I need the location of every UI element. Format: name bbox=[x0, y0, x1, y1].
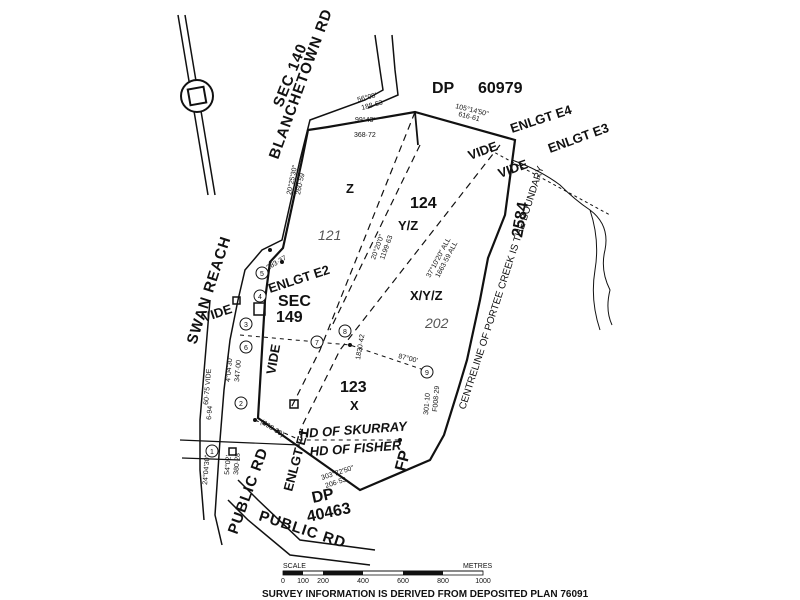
svg-text:9: 9 bbox=[425, 370, 429, 377]
bearing-b22: 6-94 bbox=[206, 406, 214, 421]
bearing-b8: 260·59 bbox=[295, 173, 306, 196]
station-7: 7 bbox=[310, 335, 324, 349]
survey-source-footer: SURVEY INFORMATION IS DERIVED FROM DEPOS… bbox=[262, 589, 589, 600]
scale-tick-0: 0 bbox=[281, 578, 285, 585]
section-149-label-b: 149 bbox=[276, 309, 303, 326]
station-1: 1 bbox=[205, 444, 219, 458]
bearing-b23: 54°02' bbox=[223, 455, 233, 475]
scale-tick-200: 200 bbox=[317, 578, 329, 585]
bearing-b21: 24°04'30" bbox=[201, 454, 212, 485]
scale-units-label: METRES bbox=[463, 563, 493, 570]
scale-tick-800: 800 bbox=[437, 578, 449, 585]
scale-tick-600: 600 bbox=[397, 578, 409, 585]
creek-boundary-note: CENTRELINE OF PORTEE CREEK IS THE BOUNDA… bbox=[457, 165, 546, 411]
svg-text:8: 8 bbox=[343, 329, 347, 336]
vide-label-4: VIDE bbox=[263, 343, 283, 376]
station-5: 5 bbox=[255, 266, 269, 280]
easement-e3-label: ENLGT E3 bbox=[546, 120, 611, 156]
allotment-123: 123 bbox=[340, 379, 367, 396]
svg-text:2: 2 bbox=[239, 401, 243, 408]
svg-text:3: 3 bbox=[244, 322, 248, 329]
bearing-b26: 1820·42 bbox=[355, 334, 366, 361]
bearing-b27: F008·29 bbox=[432, 385, 441, 412]
easement-e4-label: ENLGT E4 bbox=[508, 102, 574, 136]
vide-label-1: VIDE bbox=[466, 138, 500, 163]
bearing-b13: 87°00' bbox=[398, 352, 419, 365]
section-149-label-a: SEC bbox=[278, 293, 311, 310]
scale-tick-1000: 1000 bbox=[475, 578, 491, 585]
svg-text:6: 6 bbox=[244, 345, 248, 352]
scale-tick-400: 400 bbox=[357, 578, 369, 585]
scale-tick-100: 100 bbox=[297, 578, 309, 585]
station-4: 4 bbox=[253, 289, 267, 303]
svg-text:7: 7 bbox=[315, 340, 319, 347]
station-8: 8 bbox=[338, 324, 352, 338]
station-6: 6 bbox=[239, 340, 253, 354]
dp-60979-label-a: DP bbox=[432, 80, 455, 97]
station-9: 9 bbox=[420, 365, 434, 379]
scale-label: SCALE bbox=[283, 563, 306, 570]
allotment-124: 124 bbox=[410, 195, 437, 212]
bearing-b4: 368·72 bbox=[354, 132, 376, 139]
svg-text:4: 4 bbox=[258, 294, 262, 301]
bearing-b3: 99°43' bbox=[355, 116, 375, 124]
easement-area-yz: Y/Z bbox=[398, 218, 418, 233]
plot-121-label: 121 bbox=[318, 227, 341, 243]
plot-202-label: 202 bbox=[424, 315, 449, 331]
road-name-swan-reach: SWAN REACH bbox=[184, 234, 235, 346]
scale-bar: SCALE METRES 0 100 200 400 600 800 1000 bbox=[281, 563, 492, 585]
hundred-fisher-label: HD OF FISHER bbox=[309, 438, 402, 459]
parcel-boundary bbox=[256, 110, 517, 492]
allotment-2584: 2584 bbox=[509, 201, 532, 239]
dashed-easement-lines bbox=[239, 111, 501, 441]
svg-text:1: 1 bbox=[210, 449, 214, 456]
svg-text:5: 5 bbox=[260, 271, 264, 278]
road-name-blanchetown: BLANCHETOWN RD bbox=[266, 6, 336, 161]
bearing-b25: 283·37 bbox=[266, 255, 288, 272]
bearing-b18: (298·39) bbox=[259, 419, 285, 439]
north-arrow-icon bbox=[177, 14, 216, 196]
fp-label: FP bbox=[392, 449, 414, 473]
station-3: 3 bbox=[239, 317, 253, 331]
easement-area-xyz: X/Y/Z bbox=[410, 288, 443, 303]
dp-40463-label-a: DP bbox=[310, 486, 336, 507]
bearing-b16: 347·00 bbox=[234, 360, 243, 382]
creek-line bbox=[489, 149, 613, 331]
easement-area-z: Z bbox=[346, 181, 354, 196]
bearing-b17: 60·75 VIDE bbox=[203, 368, 213, 405]
road-lines bbox=[179, 34, 399, 566]
bearing-b24: 380·28 bbox=[233, 453, 242, 475]
vide-label-2: VIDE bbox=[496, 156, 530, 181]
station-2: 2 bbox=[234, 396, 248, 410]
dp-60979-label-b: 60979 bbox=[478, 80, 523, 97]
easement-area-x: X bbox=[350, 398, 359, 413]
bearing-b14: 301·10 bbox=[423, 393, 432, 415]
bearing-b15: 4°04'30" bbox=[224, 355, 234, 382]
